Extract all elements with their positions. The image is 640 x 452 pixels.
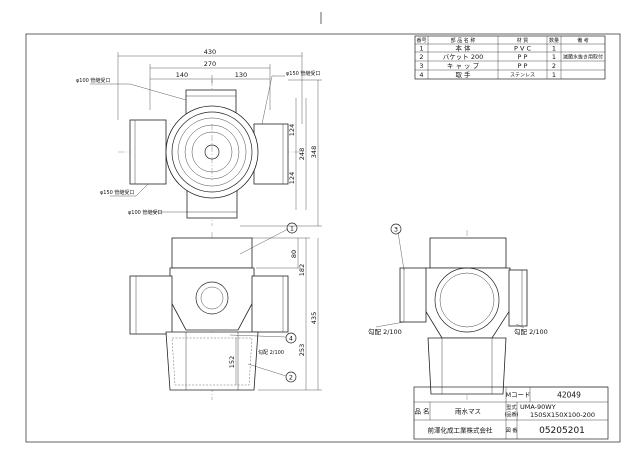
parts-row-no: 3 <box>419 62 423 70</box>
parts-row-material: P P <box>518 53 528 61</box>
parts-header-note: 備 考 <box>577 37 589 44</box>
front-body <box>169 267 255 331</box>
drawing-number: 05205201 <box>539 426 585 436</box>
title-block: Mコード 42049 品 名 雨水マス 型式 (品番) UMA-90WY 150… <box>413 386 609 440</box>
parts-row-no: 4 <box>419 71 423 79</box>
side-top-socket <box>429 237 507 269</box>
dim-lower-height: 253 <box>298 344 306 356</box>
label-inlet-right: φ150 管継受口 <box>286 70 320 77</box>
dim-top-height: 80 <box>290 250 298 258</box>
top-view: 430 270 140 130 124 124 248 348 φ100 管継受… <box>76 48 322 227</box>
parts-row-qty: 2 <box>552 62 556 70</box>
side-slope-left: 勾配 2/100 <box>368 327 402 336</box>
parts-header-qty: 数量 <box>549 37 559 44</box>
balloon-1: 1 <box>290 225 294 233</box>
parts-row-3: 3 キ ャ ッ プ P P 2 <box>419 62 556 70</box>
dim-inner-width: 270 <box>204 60 216 68</box>
dim-total-height: 435 <box>310 312 318 324</box>
model-label-1: 型式 <box>506 404 516 411</box>
front-inlet-circle <box>195 281 229 315</box>
parts-header-no: 番号 <box>416 37 426 44</box>
parts-row-1: 1 本 体 P V C 1 <box>419 44 556 53</box>
front-view: 80 182 435 253 152 勾配 2/100 1 4 2 <box>129 222 322 400</box>
dim-overall-width: 430 <box>204 48 216 56</box>
name-label: 品 名 <box>414 407 429 416</box>
model-label-2: (品番) <box>505 411 519 418</box>
parts-row-name: 本 体 <box>455 44 471 53</box>
parts-row-name: キ ャ ッ プ <box>447 62 480 70</box>
parts-row-name: バケット 200 <box>443 53 483 61</box>
side-slope-right: 勾配 2/100 <box>514 327 548 336</box>
label-inlet-bottom: φ100 管継受口 <box>128 209 162 216</box>
m-code-label: Mコード <box>505 391 530 399</box>
drawing-no-label: 図 番 <box>506 427 518 434</box>
front-right-pipe <box>251 275 289 333</box>
parts-row-2: 2 バケット 200 P P 1 滅菌水抜き用取付 <box>419 53 603 61</box>
side-bucket <box>427 337 507 395</box>
dim-half-top: 124 <box>288 124 296 136</box>
front-slope-label: 勾配 2/100 <box>258 349 284 356</box>
parts-row-material: ステンレス <box>510 73 535 79</box>
product-name: 雨水マス <box>455 407 481 416</box>
dim-left-width: 140 <box>176 71 188 79</box>
parts-table: 番号 部 品 名 称 材 質 数量 備 考 1 本 体 P V C 1 2 バケ… <box>414 35 606 80</box>
drawing-frame <box>25 33 621 443</box>
side-right-pipe <box>508 269 528 327</box>
dim-half-bottom: 124 <box>288 172 296 184</box>
side-pipe-circle <box>434 267 500 333</box>
parts-row-qty: 1 <box>552 71 556 79</box>
side-left-pipe <box>399 267 427 323</box>
dim-sum: 248 <box>298 148 306 160</box>
company-name: 前澤化成工業株式会社 <box>428 426 494 435</box>
left-pipe-socket <box>129 119 167 185</box>
parts-row-name: 取 手 <box>455 70 471 79</box>
label-inlet-left-bottom: φ150 管継受口 <box>100 189 134 196</box>
front-top-socket <box>171 237 253 269</box>
front-left-pipe <box>129 275 173 335</box>
dim-mid-height: 182 <box>298 264 306 276</box>
dim-right-width: 130 <box>235 71 247 79</box>
model-spec: 150SX150X100-200 <box>530 411 595 419</box>
dim-bucket-height: 152 <box>228 356 236 368</box>
side-body <box>424 267 511 339</box>
parts-row-note: 滅菌水抜き用取付 <box>563 54 603 61</box>
right-pipe-socket <box>253 123 289 185</box>
front-bucket <box>165 331 259 391</box>
parts-row-material: P V C <box>514 45 531 53</box>
label-inlet-left-top: φ100 管継受口 <box>76 77 110 84</box>
parts-header-material: 材 質 <box>517 37 529 44</box>
parts-row-material: P P <box>518 62 528 70</box>
dim-total-depth: 348 <box>310 146 318 158</box>
parts-row-no: 2 <box>419 53 423 61</box>
balloon-3: 3 <box>394 226 398 234</box>
side-view: 3 勾配 2/100 勾配 2/100 <box>368 223 548 400</box>
parts-row-qty: 1 <box>552 53 556 61</box>
parts-row-no: 1 <box>419 45 423 53</box>
balloon-2: 2 <box>289 374 293 382</box>
m-code-value: 42049 <box>557 391 581 400</box>
parts-header-name: 部 品 名 称 <box>451 37 476 44</box>
parts-row-4: 4 取 手 ステンレス 1 <box>419 70 556 79</box>
model-number: UMA-90WY <box>520 403 556 411</box>
balloon-4: 4 <box>289 335 293 343</box>
parts-row-qty: 1 <box>552 45 556 53</box>
